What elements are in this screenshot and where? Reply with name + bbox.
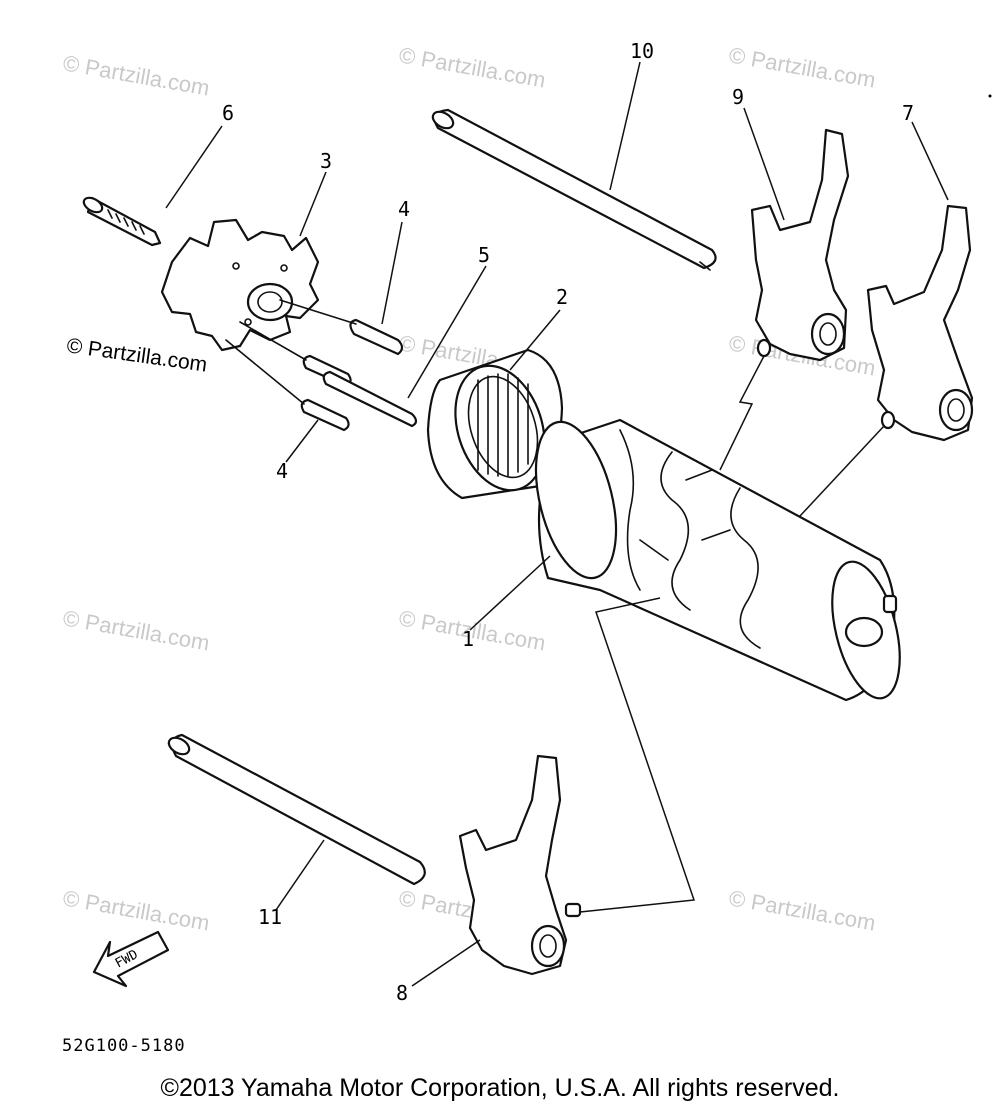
watermark: © Partzilla.com (61, 885, 211, 935)
part-1-shift-drum (534, 418, 901, 702)
watermark: © Partzilla.com (61, 605, 211, 655)
callout-3: 3 (320, 149, 332, 173)
callout-4: 4 (276, 459, 288, 483)
fwd-arrow-icon: FWD (92, 930, 170, 988)
part-3-segment (160, 218, 320, 352)
callout-11: 11 (258, 905, 282, 929)
callout-9: 9 (732, 85, 744, 109)
part-2-bearing (426, 348, 564, 500)
part-9-shift-fork (750, 128, 850, 362)
part-7-shift-fork (866, 204, 974, 442)
leader-lines (165, 61, 949, 987)
part-6-bolt (82, 196, 162, 247)
part-8-shift-fork (458, 754, 582, 976)
copyright-notice: ©2013 Yamaha Motor Corporation, U.S.A. A… (160, 1074, 840, 1102)
watermark: © Partzilla.com (61, 50, 211, 100)
watermark: © Partzilla.com (397, 42, 547, 92)
callout-8: 8 (396, 981, 408, 1005)
part-10-shift-fork-guide-bar (431, 108, 717, 271)
part-4-pin-lower (300, 398, 350, 432)
watermark-dark: © Partzilla.com (65, 334, 208, 376)
callout-7: 7 (902, 101, 914, 125)
part-code: 52G100-5180 (62, 1036, 186, 1056)
watermark: © Partzilla.com (727, 42, 877, 92)
callout-2: 2 (556, 285, 568, 309)
part-11-shift-fork-guide-bar (167, 733, 426, 886)
callout-5: 5 (478, 243, 490, 267)
part-5-pin (322, 370, 418, 428)
alignment-lines (225, 299, 357, 405)
callouts: 6 3 4 5 2 4 10 9 7 1 11 8 (222, 39, 914, 1005)
callout-10: 10 (630, 39, 654, 63)
callout-6: 6 (222, 101, 234, 125)
part-4-pin-upper (349, 318, 404, 356)
callout-1: 1 (462, 627, 474, 651)
callout-4: 4 (398, 197, 410, 221)
watermark: © Partzilla.com (727, 885, 877, 935)
